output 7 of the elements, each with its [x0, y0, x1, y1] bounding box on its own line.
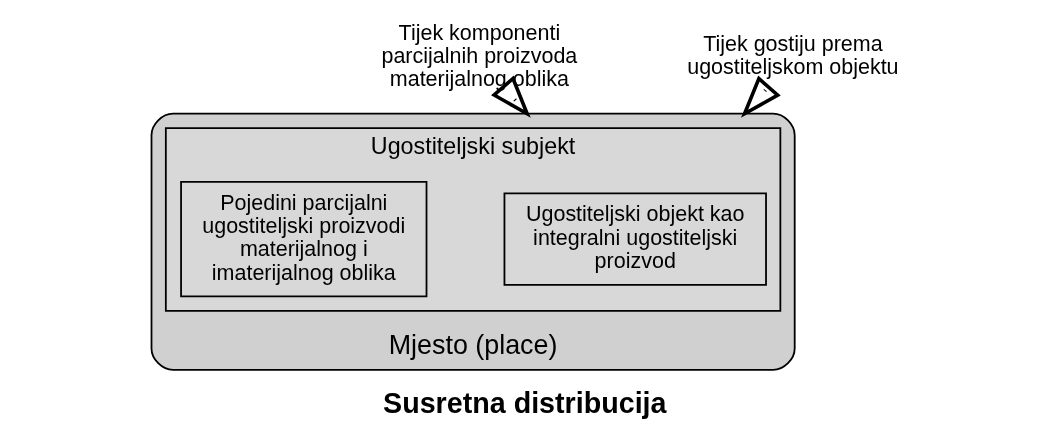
arrow — [740, 75, 781, 118]
caption: Susretna distribucija — [382, 386, 667, 419]
arrow — [490, 75, 531, 118]
node-box: Ugostiteljski objekt kao integralni ugostiteljski proizvod — [503, 192, 767, 286]
node-text: Tijek komponenti parcijalnih proizvoda materijalnog oblika — [380, 20, 577, 92]
node-box: Pojedini parcijalni ugostiteljski proizvodi materijalnog i imaterijalnog oblika — [179, 180, 427, 298]
node-text: Tijek gostiju prema ugostiteljskom objektu — [686, 32, 899, 80]
